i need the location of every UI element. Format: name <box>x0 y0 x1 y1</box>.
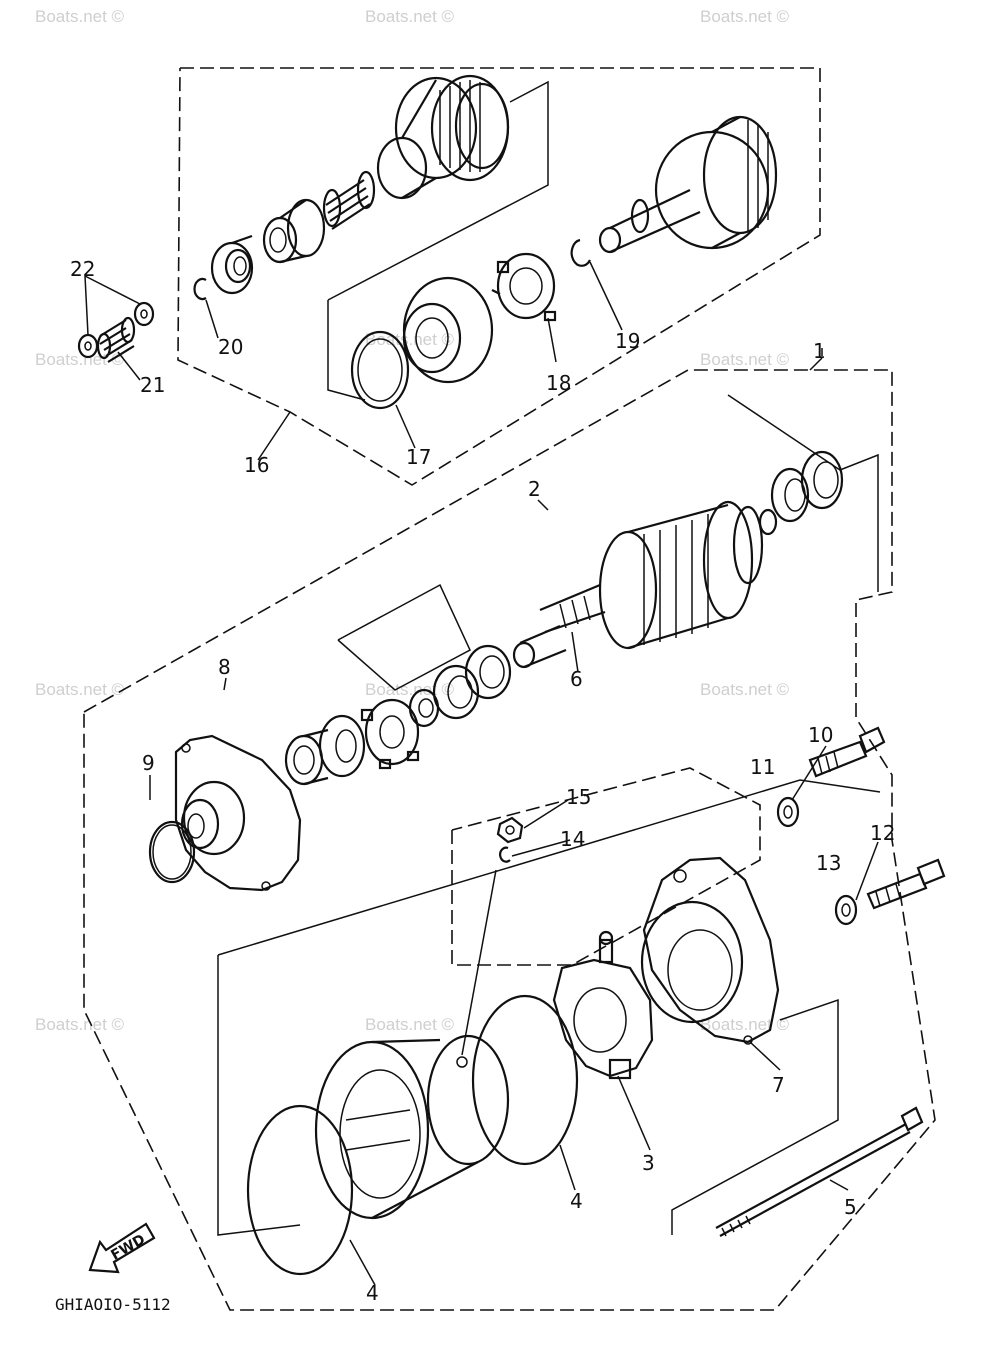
group-outline-1 <box>83 369 936 1311</box>
drive-shaft <box>598 115 778 254</box>
watermark-11: Boats.net © <box>365 1015 455 1034</box>
label-2: 2 <box>528 477 541 501</box>
watermark-5: Boats.net © <box>365 330 455 349</box>
part-9-o-ring <box>148 820 196 884</box>
group-outline-15-14 <box>451 767 761 966</box>
collar <box>210 234 254 295</box>
label-3: 3 <box>642 1151 655 1175</box>
part-10-bolt <box>808 726 886 778</box>
watermark-9: Boats.net © <box>700 680 790 699</box>
part-13-washer <box>834 894 858 926</box>
label-9: 9 <box>142 751 155 775</box>
label-6: 6 <box>570 667 583 691</box>
label-19: 19 <box>615 329 640 353</box>
watermarks: Boats.net © Boats.net © Boats.net © Boat… <box>35 7 790 1034</box>
label-15: 15 <box>566 785 591 809</box>
watermark-6: Boats.net © <box>700 350 790 369</box>
label-12: 12 <box>870 821 895 845</box>
label-11: 11 <box>750 755 775 779</box>
pinion-gear <box>376 74 510 200</box>
part-8-bearing <box>284 728 329 786</box>
watermark-2: Boats.net © <box>365 7 455 26</box>
part-11-washer <box>776 796 800 828</box>
watermark-3: Boats.net © <box>700 7 790 26</box>
thrust-washers-right <box>770 450 844 523</box>
part-14-clip <box>499 846 511 863</box>
yoke-box-right <box>217 779 881 956</box>
label-5: 5 <box>844 1195 857 1219</box>
diagram-code: GHIAOIO-5112 <box>55 1295 171 1314</box>
label-22: 22 <box>70 257 95 281</box>
watermark-12: Boats.net © <box>700 1015 790 1034</box>
yoke-box <box>217 955 301 1236</box>
part-2-armature <box>512 500 778 669</box>
label-10: 10 <box>808 723 833 747</box>
brush-plate-small <box>360 698 420 770</box>
part-labels: 22 21 20 17 18 19 16 1 2 6 8 9 10 11 12 … <box>70 257 895 1305</box>
lower-subgroup-box <box>327 300 366 401</box>
pinion-stop <box>262 198 326 264</box>
watermark-10: Boats.net © <box>35 1015 125 1034</box>
label-1: 1 <box>813 339 826 363</box>
label-17: 17 <box>406 445 431 469</box>
part-3-brush-holder <box>552 930 654 1080</box>
part-20-clip <box>193 277 207 301</box>
thru-bolt-box <box>671 998 839 1235</box>
gear-subgroup-box <box>327 80 549 301</box>
part-5-through-bolt <box>715 1106 924 1237</box>
part-7-rear-cover <box>640 856 780 1045</box>
label-18: 18 <box>546 371 571 395</box>
fwd-arrow-icon: FWD <box>88 1222 156 1274</box>
watermark-1: Boats.net © <box>35 7 125 26</box>
part-4-seal-ring-2 <box>471 994 579 1166</box>
planet-carrier-cover <box>402 276 494 384</box>
label-21: 21 <box>140 373 165 397</box>
part-4-yoke <box>314 1034 510 1220</box>
shaft-washers <box>408 644 512 728</box>
front-cover <box>174 734 302 892</box>
leader-lines <box>84 261 879 1286</box>
label-7: 7 <box>772 1073 785 1097</box>
label-16: 16 <box>244 453 269 477</box>
thrust-washer-box <box>727 394 879 592</box>
part-18-plate <box>491 252 557 322</box>
part-21-spring <box>96 316 136 363</box>
label-14: 14 <box>560 827 585 851</box>
watermark-4: Boats.net © <box>35 350 125 369</box>
part-4-seal-ring-1 <box>246 1104 354 1276</box>
seal-ring <box>318 714 366 778</box>
label-13: 13 <box>816 851 841 875</box>
part-15-nut <box>496 816 524 844</box>
armature-box <box>337 583 471 691</box>
group-outline-16 <box>177 67 821 486</box>
label-20: 20 <box>218 335 243 359</box>
pinion-spring <box>322 170 376 230</box>
label-4-upper: 4 <box>570 1189 583 1213</box>
part-17-bearing-ring <box>350 330 410 410</box>
part-12-bolt <box>866 858 946 910</box>
label-8: 8 <box>218 655 231 679</box>
label-4-lower: 4 <box>366 1281 379 1305</box>
watermark-7: Boats.net © <box>35 680 125 699</box>
part-19-clip <box>570 238 591 267</box>
